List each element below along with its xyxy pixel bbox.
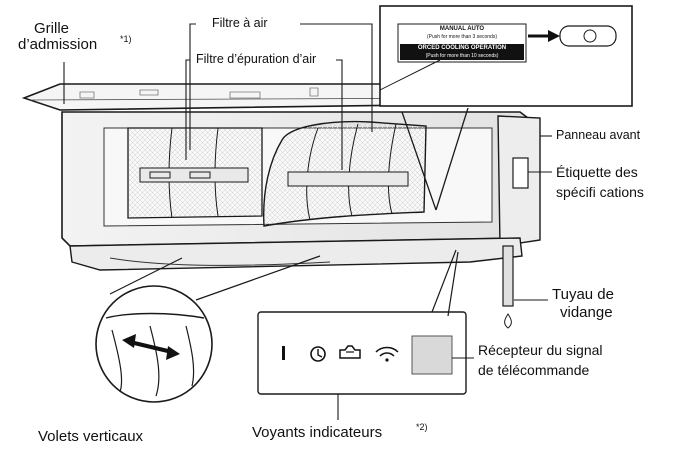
drain-hose bbox=[502, 245, 514, 329]
label-intake-grille-note: *1) bbox=[120, 34, 132, 44]
label-indicators-note: *2) bbox=[416, 422, 428, 432]
air-filter-right bbox=[262, 120, 427, 227]
manual-auto-line1: MANUAL AUTO bbox=[439, 26, 485, 32]
label-vertical-louvers: Volets verticaux bbox=[38, 428, 144, 445]
label-intake-grille-line2: d’admission bbox=[18, 36, 98, 53]
remote-signal-receiver bbox=[411, 335, 453, 375]
clean-indicator-icon bbox=[339, 345, 361, 359]
manual-auto-line2: (Push for more than 3 seconds) bbox=[426, 34, 498, 40]
double-arrow-icon bbox=[122, 334, 180, 360]
louver-detail-circle bbox=[95, 255, 321, 403]
label-indicators: Voyants indicateurs bbox=[252, 424, 383, 441]
leader-lines bbox=[63, 23, 552, 420]
label-intake-grille-line1: Grille bbox=[34, 20, 70, 37]
label-receiver-line1: Récepteur du signal bbox=[478, 342, 603, 358]
timer-indicator-icon bbox=[310, 346, 326, 362]
label-receiver-line2: de télécommande bbox=[478, 362, 590, 378]
label-drain-hose-line2: vidange bbox=[560, 304, 613, 321]
label-front-panel: Panneau avant bbox=[556, 128, 641, 142]
label-air-purifying-filter: Filtre d’épuration d’air bbox=[196, 52, 317, 66]
air-filter-left bbox=[127, 127, 263, 219]
unit-bottom-louver bbox=[69, 237, 523, 271]
label-drain-hose-line1: Tuyau de bbox=[552, 286, 614, 303]
label-air-filter: Filtre à air bbox=[212, 16, 268, 30]
label-spec-line1: Étiquette des bbox=[556, 164, 638, 180]
forced-cooling-line2: (Push for more than 10 seconds) bbox=[425, 53, 499, 59]
forced-cooling-line1: ORCED COOLING OPERATION bbox=[417, 45, 507, 51]
spec-label-plate bbox=[512, 157, 529, 189]
indicator-panel bbox=[257, 249, 467, 395]
label-spec-line2: spécifi cations bbox=[556, 184, 644, 200]
manual-auto-callout bbox=[379, 5, 633, 107]
wifi-indicator-icon bbox=[375, 346, 399, 362]
power-indicator-icon bbox=[282, 346, 285, 360]
